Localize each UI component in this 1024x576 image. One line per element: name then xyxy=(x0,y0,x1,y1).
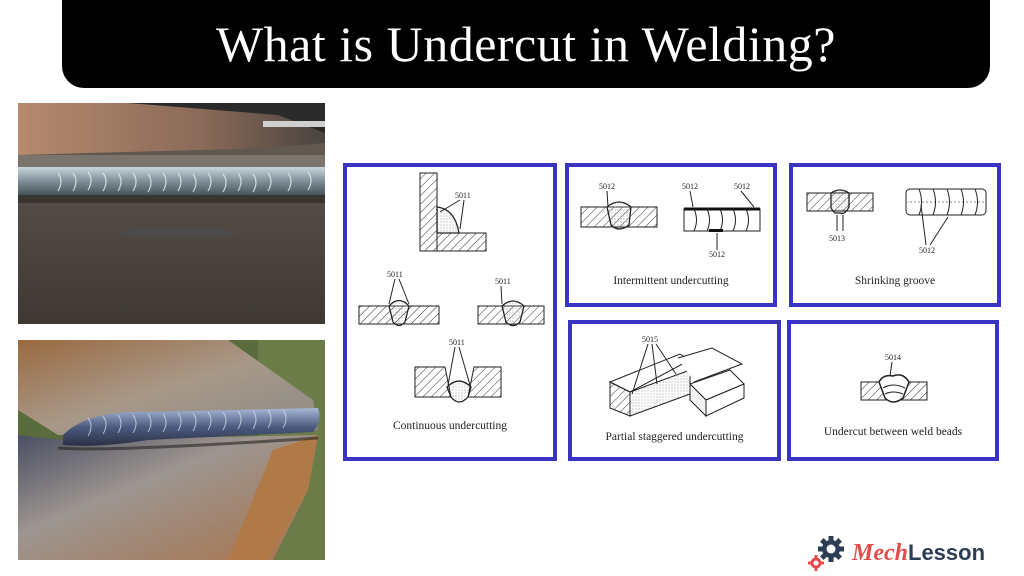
partial-staggered-illustration: 5015 xyxy=(608,335,745,418)
diagram-undercut-between-weld-beads: 5014 Undercut between weld beads xyxy=(787,320,999,461)
mechlesson-logo: Mech Lesson xyxy=(806,535,985,571)
svg-text:5014: 5014 xyxy=(885,353,901,362)
caption-intermittent: Intermittent undercutting xyxy=(613,275,729,287)
svg-text:5012: 5012 xyxy=(734,182,750,191)
svg-text:5012: 5012 xyxy=(709,250,725,259)
brand-lesson: Lesson xyxy=(908,540,986,565)
label-5011-d: 5011 xyxy=(449,338,465,347)
intermittent-undercut-illustration: 5012 5012 5012 5012 xyxy=(580,182,761,259)
label-5011-b: 5011 xyxy=(387,270,403,279)
shrinking-groove-illustration: 5013 5012 xyxy=(806,188,987,255)
caption-continuous: Continuous undercutting xyxy=(392,420,508,432)
diagram-intermittent-undercutting: 5012 5012 5012 5012 Intermittent undercu… xyxy=(565,163,777,307)
title-banner: What is Undercut in Welding? xyxy=(62,0,990,88)
flat-weld-bead-photo xyxy=(18,103,325,324)
diagram-shrinking-groove: 5013 5012 Shrinking groove xyxy=(789,163,1001,307)
label-5011-c: 5011 xyxy=(495,277,511,286)
svg-text:5012: 5012 xyxy=(682,182,698,191)
brand-mech: Mech xyxy=(852,539,908,566)
svg-text:5013: 5013 xyxy=(829,234,845,243)
label-5011-a: 5011 xyxy=(455,191,471,200)
between-beads-illustration: 5014 xyxy=(860,353,928,403)
corner-weld-bead-photo xyxy=(18,340,325,560)
gear-icon xyxy=(808,536,844,571)
svg-text:5012: 5012 xyxy=(599,182,615,191)
diagram-partial-staggered-undercutting: 5015 Partial staggered undercutting xyxy=(568,320,781,461)
continuous-undercut-illustration: 5011 5011 5011 5011 xyxy=(358,172,545,403)
caption-between-beads: Undercut between weld beads xyxy=(823,426,963,438)
diagram-continuous-undercutting: 5011 5011 5011 5011 Continuous undercutt… xyxy=(343,163,557,461)
svg-text:5015: 5015 xyxy=(642,335,658,344)
svg-text:5012: 5012 xyxy=(919,246,935,255)
page-title: What is Undercut in Welding? xyxy=(215,16,836,72)
caption-shrinking: Shrinking groove xyxy=(854,275,936,287)
caption-partial-staggered: Partial staggered undercutting xyxy=(605,431,744,443)
